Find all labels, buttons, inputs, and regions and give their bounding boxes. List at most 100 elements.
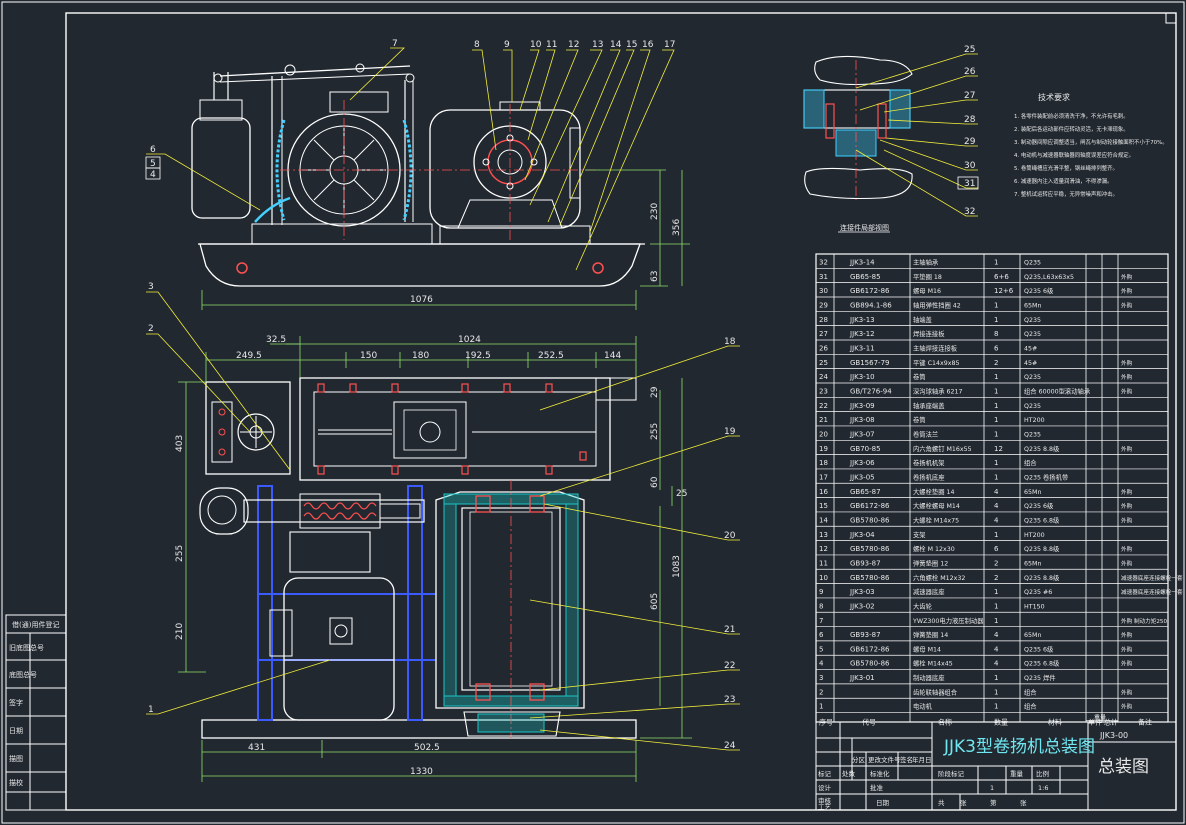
part-balloon-number: 8: [474, 40, 480, 50]
part-balloon-number: 12: [568, 40, 579, 50]
bom-cell-no: 2: [819, 688, 823, 696]
bom-cell-code: GB5780-86: [850, 516, 890, 524]
part-balloon-number: 31: [964, 179, 975, 189]
bom-cell-qty: 1: [994, 688, 998, 696]
bom-cell-name: 六角螺栓 M12x32: [913, 573, 965, 582]
bom-cell-material: HT150: [1024, 603, 1045, 610]
bom-cell-name: 大螺栓 M14x75: [913, 515, 959, 524]
bom-cell-qty: 1: [994, 430, 998, 438]
bom-cell-material: Q235 6级: [1024, 644, 1054, 653]
bom-cell-name: 电动机: [913, 702, 933, 711]
bom-cell-code: JJK3-11: [849, 344, 875, 352]
bom-cell-material: Q235: [1024, 260, 1041, 267]
bom-cell-no: 11: [819, 559, 828, 567]
bom-cell-no: 17: [819, 473, 828, 481]
part-balloon-number: 5: [150, 159, 156, 169]
leader-line: [503, 49, 513, 102]
tb-label: 审核: [818, 796, 832, 805]
leader-line: [349, 47, 405, 101]
bom-cell-code: GB65-85: [850, 273, 881, 281]
bom-table-grid: [815, 253, 1169, 723]
dim-210: 210: [175, 623, 185, 640]
leader-line: [539, 729, 740, 751]
leader-line: [539, 669, 740, 691]
bom-cell-qty: 8: [994, 330, 998, 338]
bom-cell-note: 外购: [1121, 688, 1133, 696]
bom-cell-note: 外购: [1121, 287, 1133, 295]
dim-192-5: 192.5: [465, 351, 491, 361]
bom-cell-code: GB6172-86: [850, 287, 890, 295]
part-balloon-number: 26: [964, 67, 976, 77]
bom-header-weight: 重量: [1094, 714, 1106, 722]
tb-label: 工艺: [818, 803, 832, 811]
bom-cell-no: 16: [819, 488, 828, 496]
bom-cell-qty: 1: [994, 602, 998, 610]
part-balloon-number: 1: [148, 705, 154, 715]
leader-line: [519, 49, 540, 111]
stamp-label: 底图总号: [9, 670, 37, 679]
bom-cell-code: JJK3-04: [849, 531, 875, 539]
leader-line: [146, 333, 251, 433]
tb-label: 更改文件号: [868, 755, 901, 764]
bom-cell-material: Q235: [1024, 431, 1041, 438]
detail-caption: 连接件局部视图: [840, 223, 889, 232]
bom-cell-no: 14: [819, 516, 828, 524]
bom-cell-name: 主轴焊接连接板: [913, 343, 958, 352]
bom-cell-qty: 4: [994, 488, 999, 496]
stamp-label: 描图: [9, 754, 23, 763]
bom-cell-note: 外购: [1121, 645, 1133, 653]
bom-cell-note: 外购: [1121, 631, 1133, 639]
bom-cell-material: 65Mn: [1024, 302, 1041, 309]
dim-180: 180: [412, 351, 429, 361]
bom-cell-qty: 1: [994, 402, 998, 410]
bom-cell-code: JJK3-01: [849, 674, 875, 682]
bom-cell-code: JJK3-02: [849, 602, 875, 610]
drawing-name: 总装图: [1098, 757, 1149, 777]
front-base-frame: [201, 719, 637, 739]
dim-431: 431: [248, 743, 265, 753]
drawing-code: JJK3-00: [1099, 731, 1128, 740]
bom-cell-no: 8: [819, 602, 823, 610]
bom-cell-material: Q235: [1024, 403, 1041, 410]
bom-cell-material: Q235 8.8级: [1024, 544, 1060, 553]
bom-cell-qty: 1: [994, 617, 998, 625]
bom-cell-qty: 4: [994, 645, 999, 653]
leader-line: [547, 49, 621, 223]
tb-sheet-count: 1: [990, 784, 994, 792]
bom-cell-name: 主轴轴承: [913, 258, 939, 267]
leader-line: [883, 149, 978, 189]
bom-cell-no: 21: [819, 416, 828, 424]
bom-cell-no: 28: [819, 316, 828, 324]
bom-cell-name: 制动器底座: [913, 673, 944, 682]
bom-cell-no: 31: [819, 273, 828, 281]
bom-cell-material: 65Mn: [1024, 632, 1041, 639]
bom-cell-code: GB5780-86: [850, 574, 890, 582]
leader-line: [146, 291, 291, 471]
bom-cell-no: 10: [819, 574, 828, 582]
bom-cell-note: 外购: [1121, 359, 1133, 367]
bom-cell-no: 22: [819, 402, 828, 410]
leader-line: [879, 139, 978, 171]
bom-cell-qty: 1: [994, 703, 998, 711]
tech-req-line: 3. 制动器间隙应调整适当，闸瓦与制动轮接触面积不小于70%。: [1014, 138, 1168, 146]
brake-lever: [219, 65, 411, 77]
tb-label: 年月日: [912, 755, 932, 764]
corner-marker: [1165, 12, 1177, 24]
bom-cell-material: 组合: [1024, 458, 1037, 467]
part-balloon-number: 14: [610, 40, 622, 50]
bom-cell-note: 外购: [1121, 703, 1133, 711]
bom-cell-note: 减速器底座连接螺栓一套: [1121, 574, 1183, 582]
bom-cell-code: JJK3-13: [849, 316, 875, 324]
bom-cell-name: 轴端盖: [913, 315, 933, 324]
part-balloon-number: 23: [724, 695, 735, 705]
reducer-housing: [429, 109, 581, 229]
bom-cell-note: 外购: [1121, 502, 1133, 510]
bom-cell-name: 大螺栓垫圈 14: [913, 487, 955, 496]
bom-cell-code: GB93-87: [850, 559, 881, 567]
dim-25: 25: [676, 489, 687, 499]
bom-cell-qty: 1: [994, 531, 998, 539]
bom-cell-no: 25: [819, 359, 828, 367]
anchor-hole: [592, 262, 604, 274]
